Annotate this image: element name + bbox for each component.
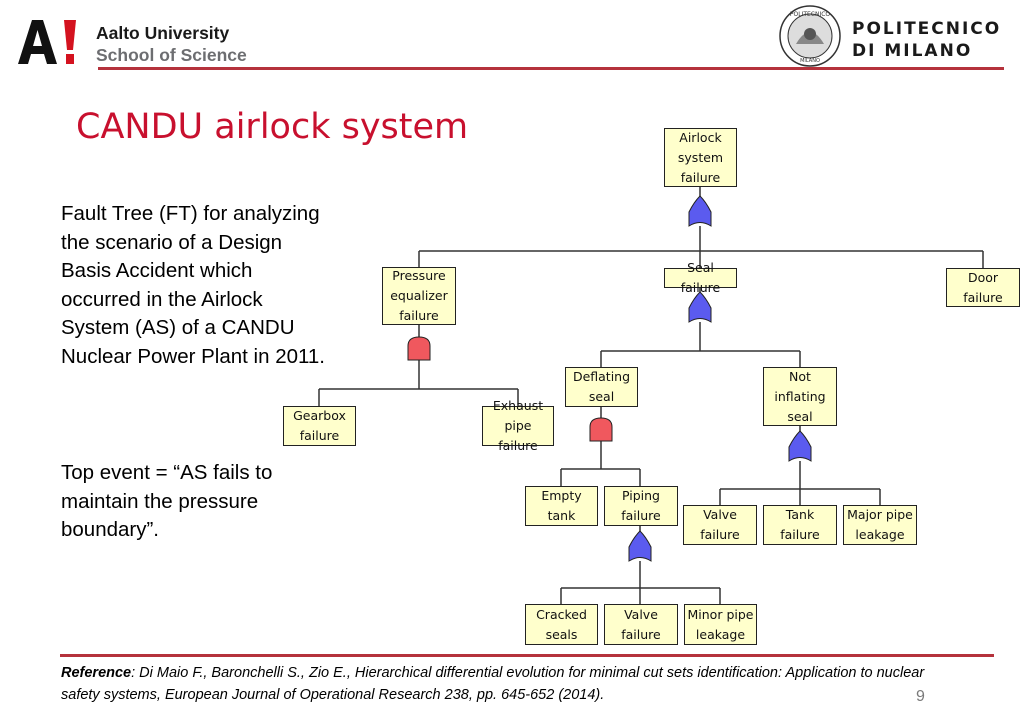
- fault-tree-node-deflating-seal: Deflating seal: [565, 367, 638, 407]
- fault-tree-node-cracked-seals: Cracked seals: [525, 604, 598, 645]
- or-gate-seal-failure: [688, 291, 712, 323]
- header-divider: [98, 67, 1004, 70]
- or-gate-piping-failure: [628, 530, 652, 562]
- description-text: Fault Tree (FT) for analyzing the scenar…: [61, 202, 325, 368]
- and-gate-deflating-seal: [589, 417, 613, 442]
- polimi-line-2: DI MILANO: [852, 41, 973, 61]
- fault-tree-node-valve-failure-2: Valve failure: [604, 604, 678, 645]
- polimi-line-1: POLITECNICO: [852, 19, 1002, 39]
- fault-tree-node-airlock-system-failure: Airlock system failure: [664, 128, 737, 187]
- fault-tree-node-valve-failure: Valve failure: [683, 505, 757, 545]
- or-gate-top: [688, 195, 712, 227]
- top-event-text: Top event = “AS fails to maintain the pr…: [61, 461, 273, 541]
- reference-citation: : Di Maio F., Baronchelli S., Zio E., Hi…: [61, 665, 925, 703]
- fault-tree-node-gearbox-failure: Gearbox failure: [283, 406, 356, 446]
- reference-text: Reference: Di Maio F., Baronchelli S., Z…: [61, 662, 941, 706]
- footer-divider: [60, 654, 994, 657]
- and-gate-pressure-equalizer: [407, 336, 431, 361]
- or-gate-not-inflating-seal: [788, 430, 812, 462]
- polimi-seal-icon: POLITECNICO MILANO: [779, 5, 841, 67]
- fault-tree-node-door-failure: Door failure: [946, 268, 1020, 307]
- page-number: 9: [916, 688, 925, 705]
- aalto-school-name: School of Science: [96, 45, 247, 65]
- page-title: CANDU airlock system: [76, 107, 469, 147]
- polimi-name: POLITECNICO DI MILANO: [852, 18, 1001, 62]
- aalto-university-name: Aalto University: [96, 23, 230, 43]
- svg-text:POLITECNICO: POLITECNICO: [790, 11, 831, 18]
- svg-text:MILANO: MILANO: [800, 58, 820, 64]
- fault-tree-node-minor-pipe-leakage: Minor pipe leakage: [684, 604, 757, 645]
- reference-label: Reference: [61, 665, 132, 681]
- fault-tree-node-seal-failure: Seal failure: [664, 260, 737, 295]
- fault-tree-node-exhaust-pipe-failure: Exhaust pipe failure: [482, 398, 554, 453]
- fault-tree-node-pressure-equalizer-failure: Pressure equalizer failure: [382, 267, 456, 325]
- fault-tree-node-piping-failure: Piping failure: [604, 486, 678, 526]
- fault-tree-node-empty-tank: Empty tank: [525, 486, 598, 526]
- fault-tree-node-major-pipe-leakage: Major pipe leakage: [843, 505, 917, 545]
- fault-tree-node-tank-failure: Tank failure: [763, 505, 837, 545]
- aalto-logo: [18, 20, 76, 64]
- fault-tree-node-not-inflating-seal: Not inflating seal: [763, 367, 837, 426]
